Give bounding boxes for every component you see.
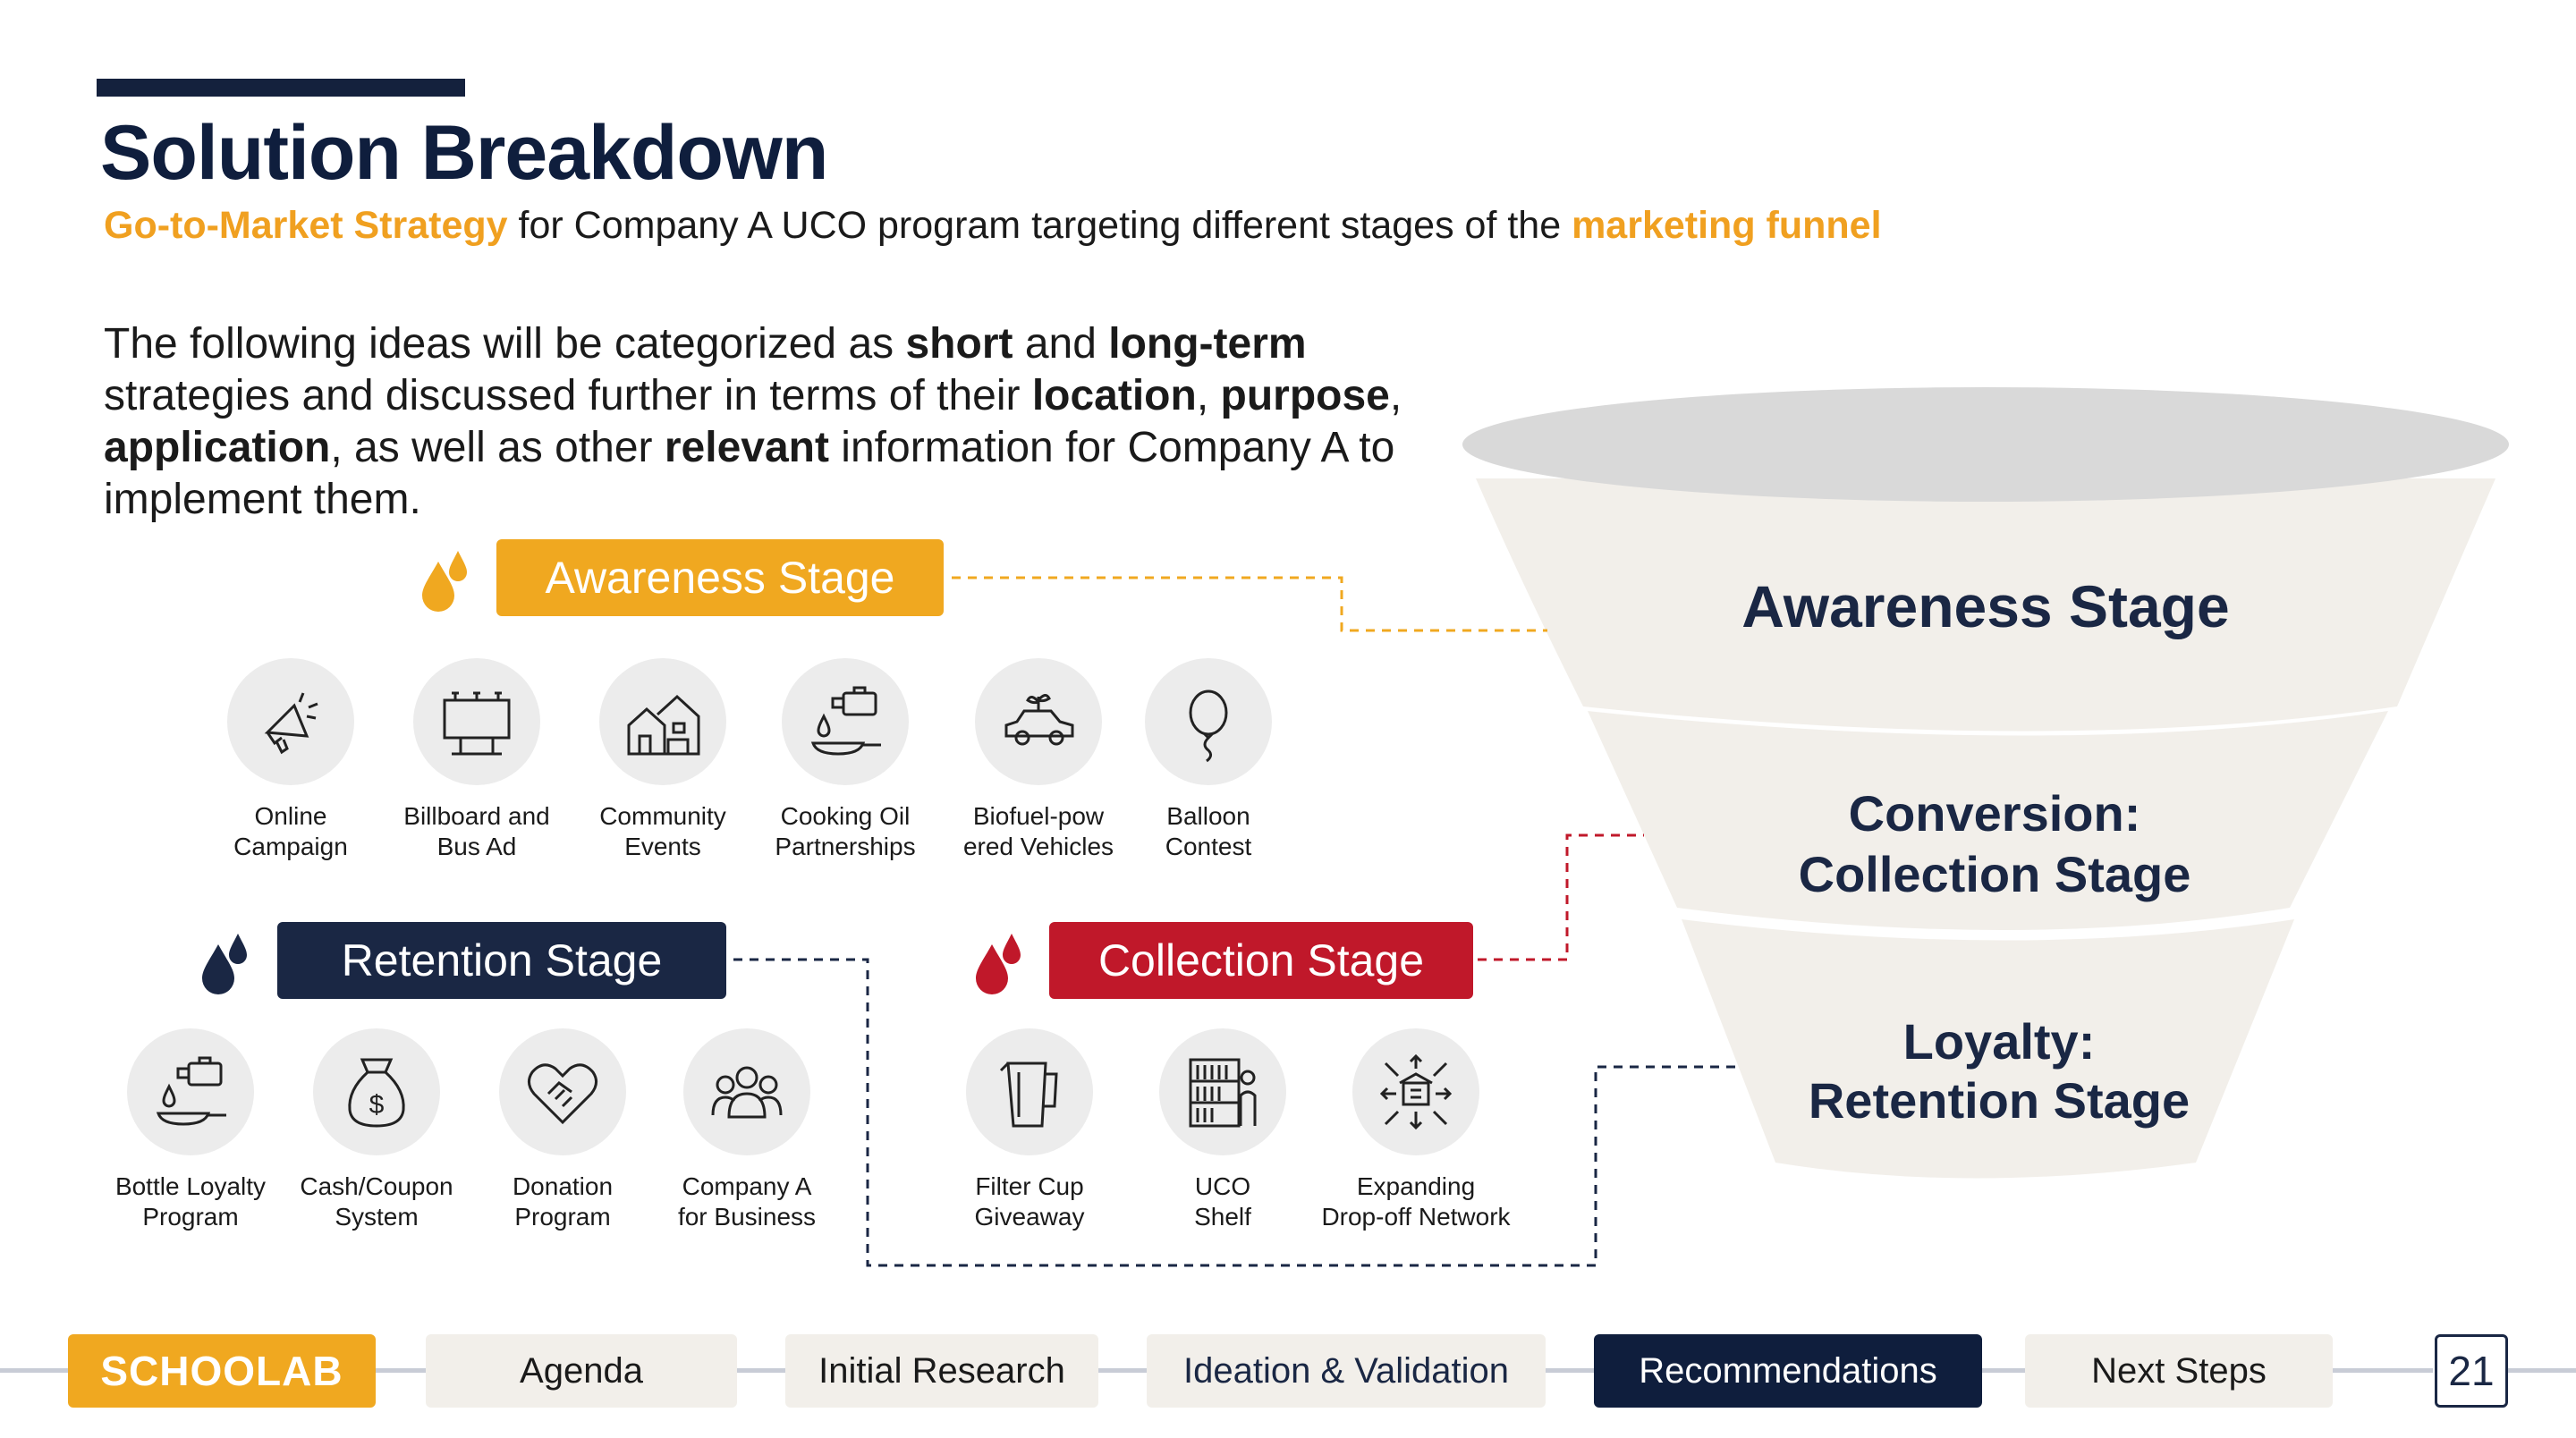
oil-pan-icon xyxy=(156,1056,226,1126)
retention-stage-button[interactable]: Retention Stage xyxy=(277,922,726,999)
subtitle-highlight-funnel: marketing funnel xyxy=(1572,204,1882,247)
houses-icon xyxy=(627,694,700,756)
funnel-top-ellipse xyxy=(1462,387,2509,502)
funnel-band-retention xyxy=(1682,919,2294,1179)
oil-pan-icon xyxy=(810,686,881,756)
retention-drop-icon xyxy=(202,934,247,994)
nav-line-right xyxy=(2504,1368,2576,1373)
funnel-band-awareness xyxy=(1476,478,2496,732)
svg-text:$: $ xyxy=(369,1090,385,1120)
nav-initial-research[interactable]: Initial Research xyxy=(785,1334,1098,1408)
collection-connector xyxy=(1478,833,1644,961)
balloon-icon xyxy=(1189,689,1228,763)
page-number: 21 xyxy=(2435,1334,2508,1408)
page-subtitle: Go-to-Market Strategy for Company A UCO … xyxy=(104,204,1882,248)
awareness-drop-icon xyxy=(422,551,467,612)
megaphone-icon xyxy=(264,692,318,755)
pitcher-icon xyxy=(999,1062,1058,1128)
funnel-label-awareness: Awareness Stage xyxy=(1741,573,2230,639)
collection-drop-icon xyxy=(976,934,1021,994)
retention-connector xyxy=(733,958,1735,1267)
billboard-icon xyxy=(443,691,511,756)
nav-agenda[interactable]: Agenda xyxy=(426,1334,737,1408)
awareness-stage-button[interactable]: Awareness Stage xyxy=(496,539,944,616)
shelf-icon xyxy=(1189,1058,1257,1128)
collection-stage-button[interactable]: Collection Stage xyxy=(1049,922,1473,999)
heart-handshake-icon xyxy=(528,1063,597,1125)
funnel-band-collection xyxy=(1588,711,2388,930)
network-icon xyxy=(1379,1053,1453,1130)
page-title: Solution Breakdown xyxy=(100,110,828,196)
awareness-connector xyxy=(952,576,1547,632)
subtitle-text: for Company A UCO program targeting diff… xyxy=(507,204,1572,247)
car-icon xyxy=(1004,694,1074,746)
subtitle-highlight-strategy: Go-to-Market Strategy xyxy=(104,204,508,247)
money-bag-icon: $ xyxy=(348,1058,405,1128)
funnel-label-collection: Conversion:Collection Stage xyxy=(1798,785,2191,902)
schoolab-logo: SCHOOLAB xyxy=(68,1334,376,1408)
nav-line-left xyxy=(0,1368,72,1373)
nav-ideation-validation[interactable]: Ideation & Validation xyxy=(1147,1334,1546,1408)
nav-next-steps[interactable]: Next Steps xyxy=(2025,1334,2333,1408)
title-accent-bar xyxy=(97,79,465,97)
nav-recommendations[interactable]: Recommendations xyxy=(1594,1334,1982,1408)
intro-paragraph: The following ideas will be categorized … xyxy=(104,320,1402,523)
funnel-label-retention: Loyalty:Retention Stage xyxy=(1808,1013,2190,1129)
group-icon xyxy=(711,1066,783,1119)
